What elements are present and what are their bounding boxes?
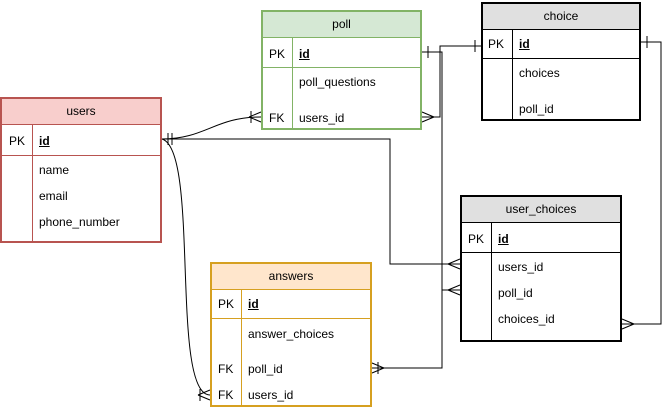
pk-field: id <box>39 134 50 148</box>
edge-poll-answers <box>372 290 443 369</box>
pk-label: PK <box>488 37 505 51</box>
fk-label: FK <box>269 111 285 125</box>
edge-users-answers <box>161 138 211 396</box>
row-divider <box>462 252 620 253</box>
entity-title: poll <box>263 12 420 38</box>
entity-title: users <box>2 99 160 125</box>
pk-field: id <box>498 232 509 246</box>
pk-field: id <box>519 37 530 51</box>
row-divider <box>263 67 420 68</box>
field-phone-number: phone_number <box>39 215 120 229</box>
field-poll-id: poll_id <box>498 286 533 300</box>
pk-label: PK <box>218 297 235 311</box>
column-divider <box>32 124 33 241</box>
pk-field: id <box>248 297 259 311</box>
pk-label: PK <box>9 134 26 148</box>
row-divider <box>2 155 160 156</box>
pk-field: id <box>299 47 310 61</box>
field-poll-questions: poll_questions <box>299 75 376 89</box>
cardinality-markers <box>167 36 648 401</box>
field-choices: choices <box>519 66 560 80</box>
entity-users[interactable]: users PK id name email phone_number <box>0 97 162 243</box>
column-divider <box>491 222 492 340</box>
pk-label: PK <box>269 47 286 61</box>
field-name: name <box>39 163 70 177</box>
row-divider <box>212 318 370 319</box>
column-divider <box>241 289 242 405</box>
field-choices-id: choices_id <box>498 312 555 326</box>
entity-answers[interactable]: answers PK id answer_choices FK poll_id … <box>210 262 372 407</box>
entity-title: user_choices <box>462 197 620 223</box>
edge-users-user-choices <box>162 138 460 265</box>
field-users-id: users_id <box>498 260 544 274</box>
field-poll-id: poll_id <box>519 102 554 116</box>
field-answer-choices: answer_choices <box>248 327 335 341</box>
entity-poll[interactable]: poll PK id poll_questions FK users_id <box>261 10 422 130</box>
field-email: email <box>39 189 68 203</box>
row-divider <box>483 58 639 59</box>
fk-field-users-id: users_id <box>299 111 345 125</box>
entity-title: choice <box>483 4 639 30</box>
pk-label: PK <box>468 232 485 246</box>
edge-users-poll <box>161 116 262 140</box>
fk-field-users-id: users_id <box>248 388 294 402</box>
column-divider <box>512 29 513 119</box>
edge-poll-choice <box>422 45 481 118</box>
fk-label: FK <box>218 388 234 402</box>
entity-title: answers <box>212 264 370 290</box>
fk-label: FK <box>218 362 234 376</box>
entity-user-choices[interactable]: user_choices PK id users_id poll_id choi… <box>460 195 622 342</box>
entity-choice[interactable]: choice PK id choices poll_id <box>481 2 641 121</box>
edge-poll-user-choices <box>422 51 460 291</box>
edge-choice-user-choices <box>622 41 662 325</box>
fk-field-poll-id: poll_id <box>248 362 283 376</box>
column-divider <box>292 37 293 128</box>
